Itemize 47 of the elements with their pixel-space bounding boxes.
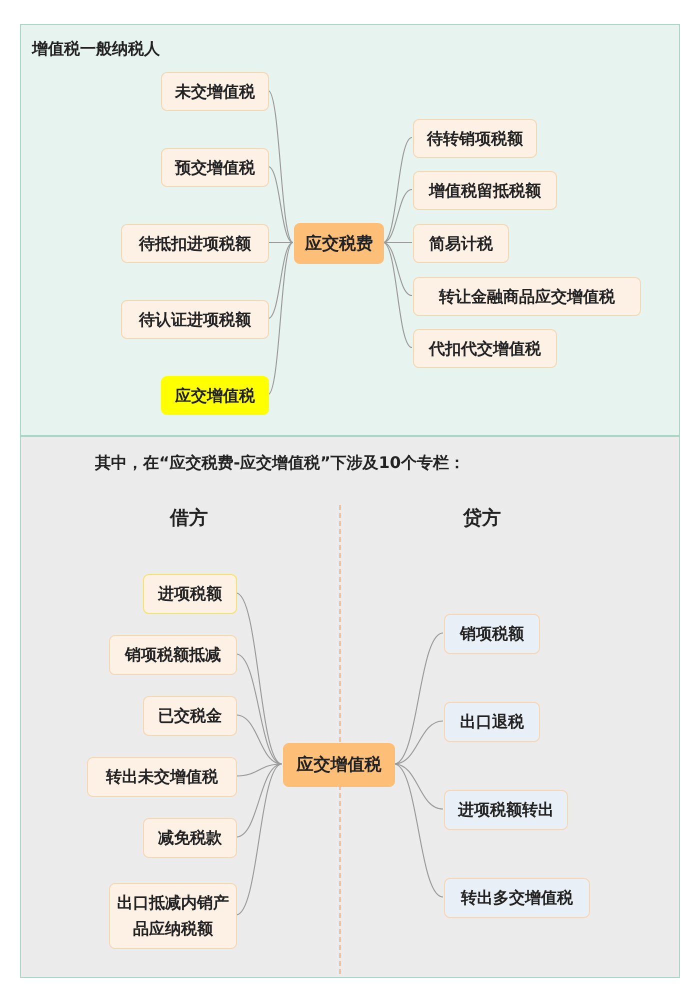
topic-box: 待抵扣进项税额	[121, 224, 269, 263]
connector-line	[268, 242, 294, 319]
central-topic-box: 应交增值税	[283, 743, 395, 787]
panel-heading: 其中，在“应交税费-应交增值税”下涉及10个专栏：	[95, 452, 465, 474]
connector-line	[236, 654, 282, 764]
connector-line	[268, 166, 294, 243]
topic-box: 预交增值税	[161, 148, 269, 187]
connector-line	[382, 242, 412, 348]
connector-line	[236, 764, 282, 916]
topic-box: 出口退税	[444, 702, 540, 742]
connector-line	[394, 720, 444, 765]
panel	[20, 24, 680, 436]
topic-box: 转出未交增值税	[87, 757, 237, 797]
topic-box: 增值税留抵税额	[413, 171, 557, 210]
connector-line	[383, 242, 412, 244]
column-heading: 贷方	[463, 506, 501, 531]
topic-box: 减免税款	[143, 818, 237, 858]
column-heading: 借方	[170, 506, 208, 531]
topic-box: 转出多交增值税	[444, 878, 590, 918]
connector-line	[268, 242, 293, 244]
central-topic-box: 应交税费	[294, 223, 384, 264]
connector-line	[394, 763, 444, 810]
connector-line	[382, 188, 412, 244]
panel	[20, 436, 680, 978]
connector-line	[394, 632, 444, 764]
topic-box: 已交税金	[143, 696, 237, 736]
topic-box: 简易计税	[413, 224, 509, 263]
connector-line	[268, 242, 294, 395]
connector-line	[236, 763, 282, 838]
connector-line	[268, 90, 294, 243]
topic-box: 未交增值税	[161, 72, 269, 111]
topic-box: 销项税额	[444, 614, 540, 654]
topic-box: 应交增值税	[161, 376, 269, 415]
connector-line	[394, 764, 444, 898]
topic-box: 进项税额转出	[444, 790, 568, 830]
connector-line	[382, 242, 412, 296]
connector-line	[236, 714, 282, 765]
topic-box: 进项税额	[143, 574, 237, 614]
panel-heading: 增值税一般纳税人	[32, 38, 160, 60]
connector-line	[382, 137, 412, 243]
topic-box: 待转销项税额	[413, 119, 537, 158]
topic-box: 销项税额抵减	[109, 635, 237, 675]
topic-box: 转让金融商品应交增值税	[413, 277, 641, 316]
connector-line	[236, 592, 282, 764]
topic-box: 待认证进项税额	[121, 300, 269, 339]
topic-box: 代扣代交增值税	[413, 329, 557, 368]
topic-box: 出口抵减内销产品应纳税额	[109, 883, 237, 949]
